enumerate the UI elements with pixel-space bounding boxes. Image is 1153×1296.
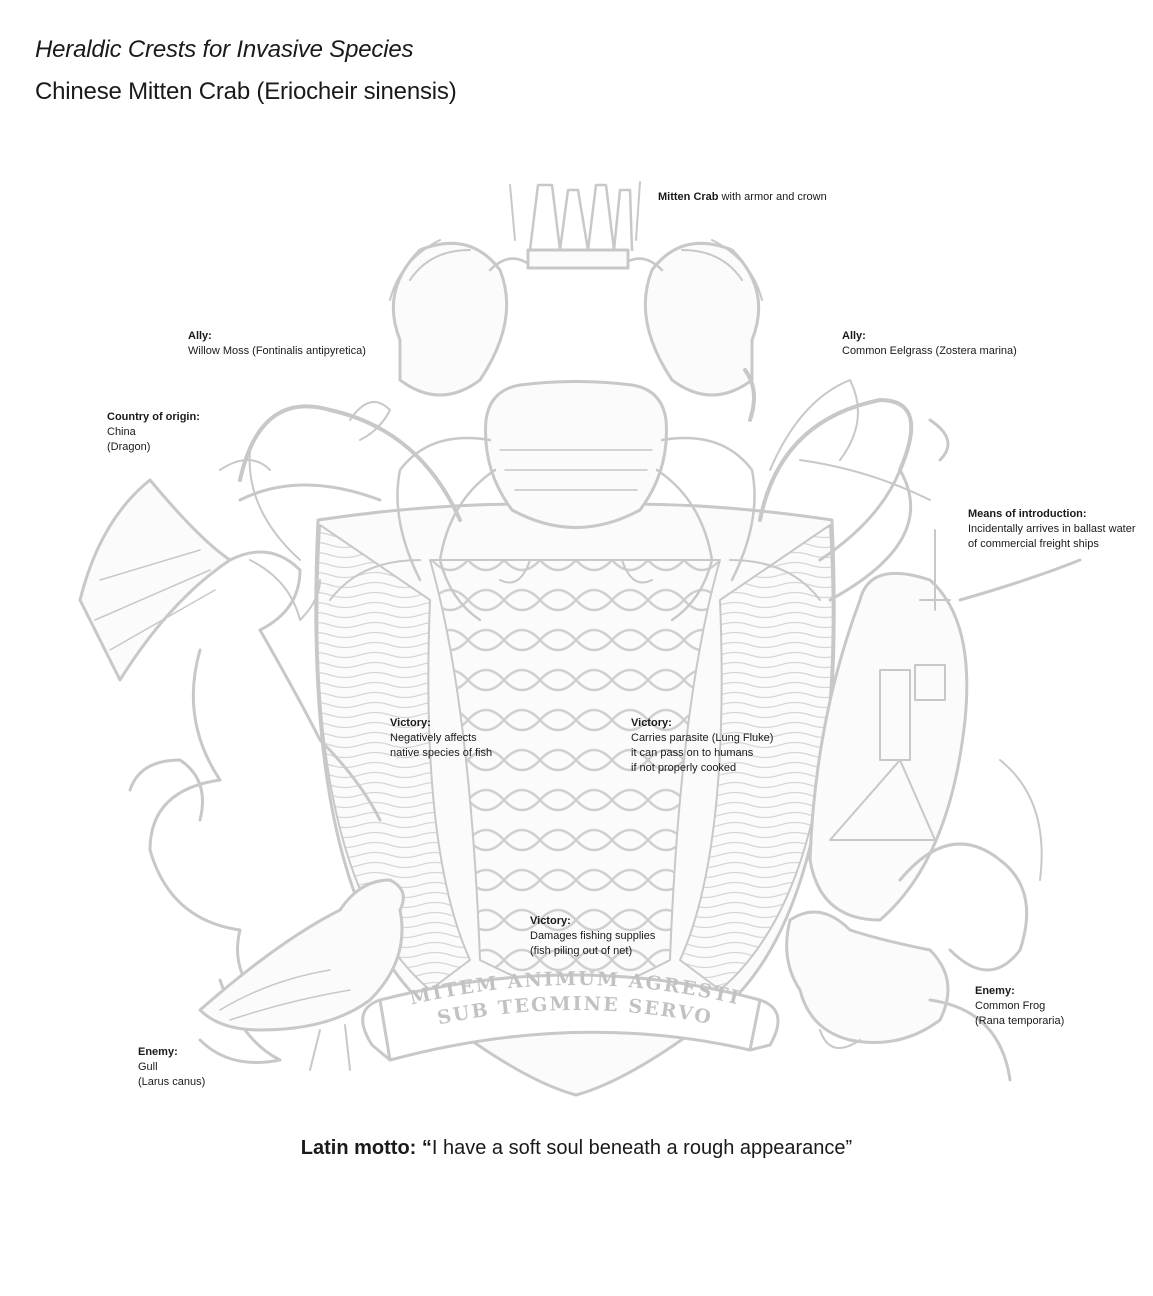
origin-heading: Country of origin:	[107, 411, 200, 423]
crown-label-text: with armor and crown	[718, 191, 827, 203]
crown-label-heading: Mitten Crab	[658, 191, 719, 203]
origin-line: China	[107, 426, 136, 438]
enemy-right-label: Enemy: Common Frog (Rana temporaria)	[975, 984, 1064, 1029]
victory-right-line: Carries parasite (Lung Fluke)	[631, 732, 774, 744]
freight-ship	[808, 529, 1082, 922]
latin-motto: Latin motto: “I have a soft soul beneath…	[0, 1137, 1153, 1160]
species-title: Chinese Mitten Crab (Eriocheir sinensis)	[35, 78, 457, 105]
mitten-crab	[389, 181, 763, 622]
victory-bottom-line: (fish piling out of net)	[530, 945, 633, 957]
enemy-left-line: Gull	[138, 1061, 158, 1073]
introduction-heading: Means of introduction:	[968, 508, 1087, 520]
victory-bottom-line: Damages fishing supplies	[530, 930, 656, 942]
crown-label: Mitten Crab with armor and crown	[658, 190, 827, 205]
common-frog	[785, 910, 1012, 1082]
enemy-left-heading: Enemy:	[138, 1046, 178, 1058]
victory-left-heading: Victory:	[390, 717, 431, 729]
introduction-label: Means of introduction: Incidentally arri…	[968, 507, 1136, 552]
introduction-line: of commercial freight ships	[968, 538, 1099, 550]
enemy-left-line: (Larus canus)	[138, 1076, 206, 1088]
victory-right-line: if not properly cooked	[631, 762, 737, 774]
victory-bottom-heading: Victory:	[530, 915, 571, 927]
series-title: Heraldic Crests for Invasive Species	[35, 36, 414, 63]
ally-right-label: Ally: Common Eelgrass (Zostera marina)	[842, 329, 1017, 359]
motto-ribbon	[361, 973, 780, 1062]
motto-heading: Latin motto: “	[300, 1137, 432, 1159]
origin-line: (Dragon)	[107, 441, 151, 453]
victory-left-line: native species of fish	[390, 747, 493, 759]
gull	[198, 878, 405, 1071]
victory-right-label: Victory: Carries parasite (Lung Fluke) i…	[631, 716, 773, 776]
ally-left-line: Willow Moss (Fontinalis antipyretica)	[188, 345, 366, 357]
victory-right-heading: Victory:	[631, 717, 672, 729]
origin-label: Country of origin: China (Dragon)	[107, 410, 200, 455]
ally-right-heading: Ally:	[842, 330, 866, 342]
victory-left-line: Negatively affects	[390, 732, 477, 744]
ally-left-heading: Ally:	[188, 330, 212, 342]
victory-right-line: it can pass on to humans	[631, 747, 754, 759]
enemy-right-line: Common Frog	[975, 1000, 1046, 1012]
introduction-line: Incidentally arrives in ballast water	[968, 523, 1136, 535]
enemy-left-label: Enemy: Gull (Larus canus)	[138, 1045, 205, 1090]
enemy-right-line: (Rana temporaria)	[975, 1015, 1065, 1027]
enemy-right-heading: Enemy:	[975, 985, 1015, 997]
victory-left-label: Victory: Negatively affects native speci…	[390, 716, 492, 761]
ally-right-line: Common Eelgrass (Zostera marina)	[842, 345, 1017, 357]
dragon	[78, 478, 382, 1064]
victory-bottom-label: Victory: Damages fishing supplies (fish …	[530, 914, 655, 959]
ally-left-label: Ally: Willow Moss (Fontinalis antipyreti…	[188, 329, 366, 359]
motto-text: I have a soft soul beneath a rough appea…	[431, 1137, 853, 1159]
